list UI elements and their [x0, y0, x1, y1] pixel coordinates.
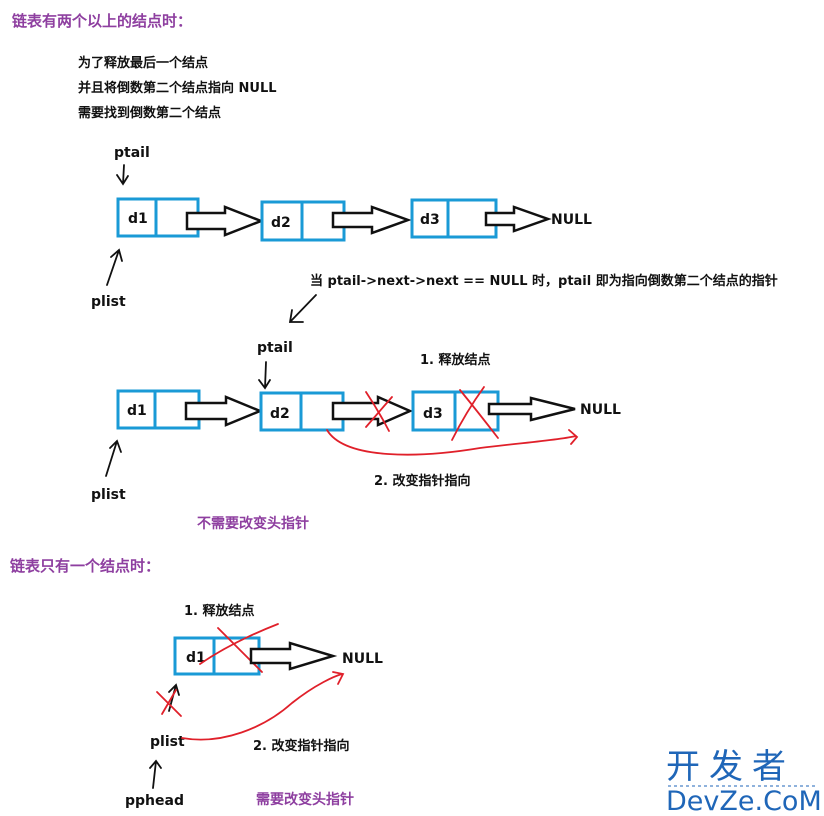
section1-title: 链表有两个以上的结点时： — [12, 12, 192, 30]
node-d2: d2 — [259, 391, 345, 432]
cross-mark — [365, 391, 393, 432]
step-2-label: 2. 改变指针指向 — [374, 473, 471, 489]
null-label: NULL — [342, 651, 383, 667]
node-data-d1: d1 — [186, 650, 206, 666]
ptail-pointer-arrow — [116, 164, 129, 186]
note-line-3: 需要找到倒数第二个结点 — [78, 105, 221, 121]
plist-pointer-arrow — [105, 439, 122, 477]
null-label: NULL — [551, 212, 592, 228]
note-line-1: 为了释放最后一个结点 — [78, 55, 208, 71]
step-2-label: 2. 改变指针指向 — [253, 738, 350, 754]
null-label: NULL — [580, 402, 621, 418]
node-data-d1: d1 — [127, 403, 147, 419]
section2-title: 链表只有一个结点时： — [10, 557, 160, 575]
next-arrow — [184, 395, 264, 427]
next-arrow — [249, 641, 338, 671]
node-d2: d2 — [260, 200, 346, 242]
condition-text: 当 ptail->next->next == NULL 时，ptail 即为指向… — [310, 273, 778, 289]
note-line-2: 并且将倒数第二个结点指向 NULL — [78, 80, 277, 96]
pphead-label: pphead — [125, 793, 184, 809]
step-1-label: 1. 释放结点 — [420, 352, 491, 368]
diagram-2: ptail d1 d2 d3 NULL 1. 释放结点 2. 改变指针指向 pl… — [91, 340, 621, 503]
node-d1: d1 — [116, 197, 200, 238]
redirect-pointer-curve — [326, 429, 579, 456]
ptail-label: ptail — [257, 340, 293, 356]
plist-pointer-arrow — [106, 248, 123, 286]
condition-pointer-arrow — [288, 294, 317, 323]
plist-pointer-arrow — [168, 683, 180, 712]
plist-label: plist — [91, 487, 126, 503]
next-arrow — [484, 205, 552, 233]
node-data-d3: d3 — [423, 406, 443, 422]
cross-mark — [451, 386, 499, 441]
plist-label: plist — [150, 734, 185, 750]
ptail-label: ptail — [114, 145, 150, 161]
plist-label: plist — [91, 294, 126, 310]
step-1-label: 1. 释放结点 — [184, 603, 255, 619]
redirect-pointer-curve — [181, 671, 345, 741]
diagram-3: d1 NULL plist 2. 改变指针指向 pphead — [125, 623, 383, 809]
watermark-logo-en: DevZe.CoM — [666, 786, 822, 816]
node-data-d1: d1 — [128, 211, 148, 227]
head-change-note: 需要改变头指针 — [256, 791, 354, 808]
node-data-d2: d2 — [270, 406, 290, 422]
node-data-d2: d2 — [271, 215, 291, 231]
node-data-d3: d3 — [420, 212, 440, 228]
diagram-1: ptail d1 d2 d3 NULL plist — [91, 145, 592, 310]
next-arrow — [331, 205, 412, 235]
next-arrow — [185, 205, 265, 237]
pphead-pointer-arrow — [149, 759, 162, 789]
node-d3: d3 — [410, 198, 498, 239]
no-head-change-note: 不需要改变头指针 — [197, 515, 309, 532]
cross-mark — [199, 623, 279, 673]
watermark-logo-cn: 开发者 — [666, 747, 795, 787]
next-arrow — [487, 396, 576, 422]
node-d3: d3 — [411, 390, 500, 432]
next-arrow-removed — [331, 395, 414, 427]
cross-mark — [156, 689, 182, 717]
ptail-pointer-arrow — [258, 361, 271, 390]
